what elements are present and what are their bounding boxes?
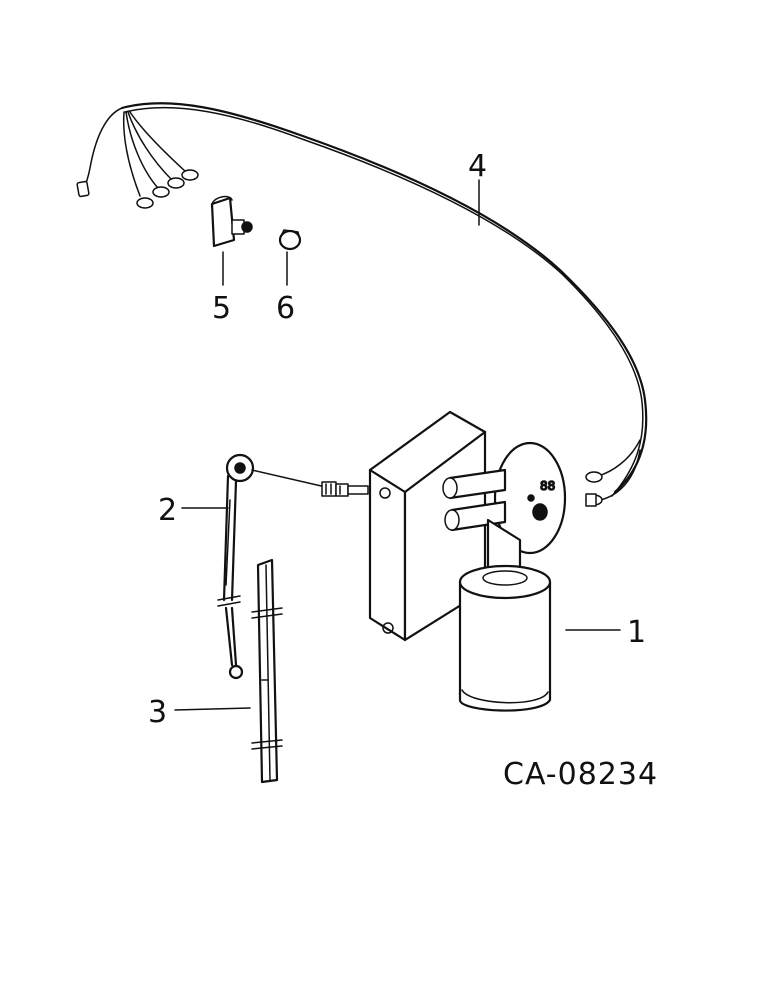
svg-text:88: 88 <box>540 479 555 493</box>
callout-2-label: 2 <box>158 493 177 528</box>
motor-shaft-coupling <box>321 481 369 497</box>
wiper-motor: 88 <box>321 410 567 712</box>
callout-3-label: 3 <box>148 695 167 730</box>
wiring-harness <box>76 102 648 507</box>
callout-5-label: 5 <box>212 291 231 326</box>
drawing-code: CA-08234 <box>503 757 658 792</box>
wiper-arm <box>217 453 331 680</box>
wiper-blade <box>251 558 283 784</box>
callout-3-leader <box>174 707 251 711</box>
callout-4-label: 4 <box>468 149 487 184</box>
callout-6-label: 6 <box>276 291 295 326</box>
knob-part <box>278 229 302 251</box>
callout-1-label: 1 <box>627 615 646 650</box>
switch-part <box>210 195 253 248</box>
